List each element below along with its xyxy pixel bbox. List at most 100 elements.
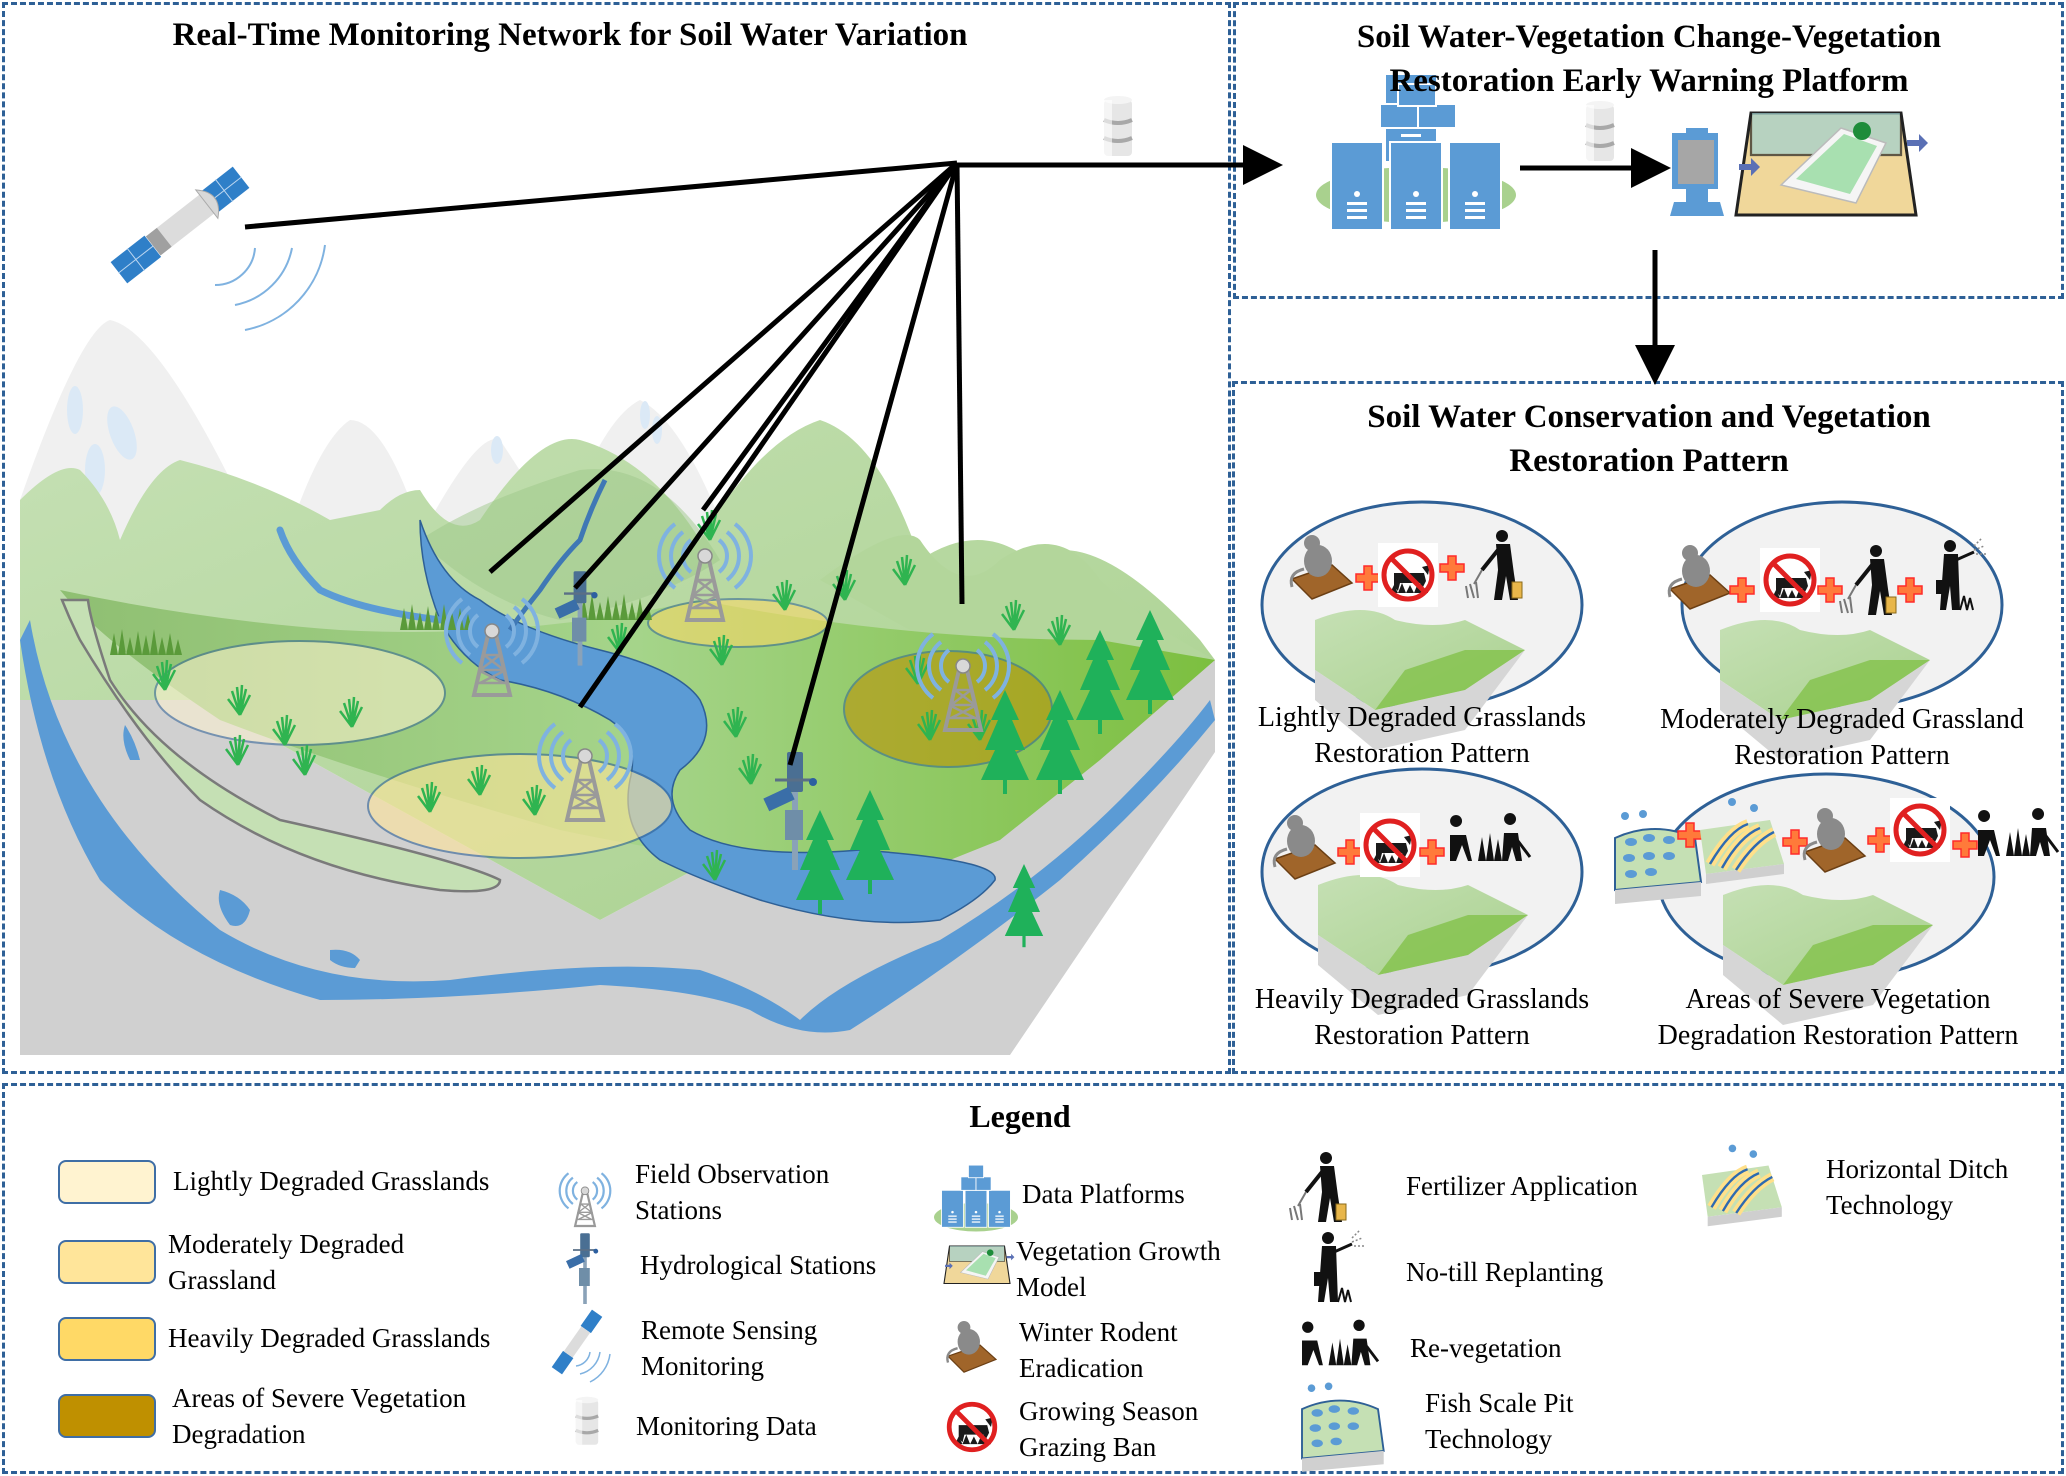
revegetation-workers-icon: [1300, 1318, 1380, 1367]
label-line1: Fish Scale Pit: [1425, 1388, 1574, 1418]
label-line1: Monitoring Data: [636, 1411, 817, 1441]
platform-title-line2: Restoration Early Warning Platform: [1389, 62, 1909, 99]
fish-scale-pit-icon: [1301, 1381, 1385, 1473]
remote-sensing-satellite: [109, 165, 251, 285]
pattern-caption-moderately: Moderately Degraded Grassland Restoratio…: [1630, 702, 2054, 775]
label-line1: Areas of Severe Vegetation: [172, 1383, 467, 1413]
vegetation-model-icon: [943, 1245, 1015, 1285]
monitoring-network-panel: [2, 2, 1231, 1074]
legend-label-moderately-degraded: Moderately Degraded Grassland: [168, 1226, 404, 1299]
rodent-trap-icon: [946, 1319, 998, 1374]
pattern-caption-heavily: Heavily Degraded Grasslands Restoration …: [1234, 982, 1610, 1055]
label-line2: Eradication: [1019, 1353, 1144, 1384]
pattern-severe-degradation: [1614, 772, 2060, 1025]
legend-label-re-vegetation: Re-vegetation: [1410, 1330, 1561, 1366]
label-line1: Hydrological Stations: [640, 1250, 877, 1280]
label-line2: Monitoring: [641, 1351, 765, 1382]
label-line2: Grassland: [168, 1265, 276, 1296]
legend-label-field-observation: Field Observation Stations: [635, 1156, 829, 1229]
legend-label-fertilizer: Fertilizer Application: [1406, 1168, 1638, 1204]
restoration-title: Soil Water Conservation and Vegetation R…: [1236, 396, 2062, 483]
legend-label-hydrological: Hydrological Stations: [640, 1247, 876, 1283]
label-line2: Technology: [1826, 1190, 1954, 1221]
legend-label-fish-scale-pit: Fish Scale Pit Technology: [1425, 1385, 1574, 1458]
pattern-heavily-degraded: [1260, 767, 1584, 1015]
caption-line1: Areas of Severe Vegetation: [1685, 984, 1991, 1015]
label-line1: Growing Season: [1019, 1396, 1199, 1426]
label-line2: Stations: [635, 1195, 723, 1226]
legend-icons: [551, 1145, 1782, 1473]
hydrological-station-icon: [565, 1232, 600, 1305]
caption-line2: Restoration Pattern: [1314, 738, 1530, 770]
label-line1: Data Platforms: [1022, 1179, 1185, 1209]
caption-line1: Lightly Degraded Grasslands: [1257, 702, 1587, 733]
main-river: [419, 519, 996, 924]
satellite-icon: [551, 1309, 603, 1375]
legend-label-monitoring-data: Monitoring Data: [636, 1408, 817, 1444]
monitoring-data-icon: [1102, 94, 1134, 158]
label-line2: Degradation: [172, 1419, 306, 1450]
legend-label-horizontal-ditch: Horizontal Ditch Technology: [1826, 1151, 2008, 1224]
caption-line1: Moderately Degraded Grassland: [1660, 704, 2024, 735]
swatch-moderately-degraded: [58, 1240, 156, 1284]
floodplain-ponds: [123, 725, 360, 968]
zone-heavily-degraded: [647, 598, 829, 648]
restoration-title-line2: Restoration Pattern: [1509, 442, 1789, 479]
swatch-severe-degradation: [58, 1394, 156, 1438]
data-links: [244, 145, 1675, 766]
label-line1: Moderately Degraded: [168, 1229, 405, 1259]
legend-title: Legend: [969, 1098, 1071, 1134]
swatch-lightly-degraded: [58, 1160, 156, 1204]
label-line1: Lightly Degraded Grasslands: [173, 1166, 490, 1196]
monitoring-network-title: Real-Time Monitoring Network for Soil Wa…: [172, 17, 968, 53]
pattern-caption-lightly: Lightly Degraded Grasslands Restoration …: [1234, 700, 1610, 773]
platform-title: Soil Water-Vegetation Change-Vegetation …: [1236, 16, 2062, 103]
label-line1: Heavily Degraded Grasslands: [168, 1323, 491, 1353]
caption-line2: Degradation Restoration Pattern: [1657, 1020, 2019, 1052]
legend-label-winter-rodent: Winter Rodent Eradication: [1019, 1314, 1178, 1387]
legend-panel: [2, 1083, 2064, 1474]
field-observation-tower-icon: [558, 1172, 612, 1228]
vegetation-growth-model-icon: [1734, 111, 1930, 217]
caption-line2: Restoration Pattern: [1734, 740, 1950, 772]
label-line2: Grazing Ban: [1019, 1432, 1157, 1463]
label-line2: Model: [1016, 1272, 1087, 1303]
server-cluster-icon: [934, 1164, 1018, 1232]
horizontal-ditch-icon: [1702, 1145, 1782, 1227]
no-grazing-icon: [944, 1397, 1001, 1458]
caption-line2: Restoration Pattern: [1314, 1020, 1530, 1052]
restoration-title-line1: Soil Water Conservation and Vegetation: [1367, 399, 1931, 435]
legend-label-remote-sensing: Remote Sensing Monitoring: [641, 1312, 817, 1385]
data-platform-servers: [1316, 73, 1516, 231]
swatch-heavily-degraded: [58, 1317, 156, 1361]
pattern-moderately-degraded: [1667, 500, 2004, 760]
early-warning-platform-panel: [1233, 2, 2064, 299]
floodplain: [60, 598, 502, 893]
legend-label-grazing-ban: Growing Season Grazing Ban: [1019, 1393, 1198, 1466]
legend-label-severe-degradation: Areas of Severe Vegetation Degradation: [172, 1380, 466, 1453]
tributary: [276, 526, 444, 624]
label-line1: Field Observation: [635, 1159, 830, 1189]
label-line1: Re-vegetation: [1410, 1333, 1562, 1363]
zone-moderately-degraded: [367, 753, 673, 859]
platform-title-line1: Soil Water-Vegetation Change-Vegetation: [1356, 19, 1942, 55]
monitoring-data-icon: [1584, 99, 1616, 163]
legend-label-no-till: No-till Replanting: [1406, 1254, 1603, 1290]
label-line2: Technology: [1425, 1424, 1553, 1455]
satellite-signal-waves: [214, 244, 326, 331]
pattern-lightly-degraded: [1260, 500, 1584, 750]
label-line1: Remote Sensing: [641, 1315, 818, 1345]
computer-icon: [1670, 128, 1724, 216]
caption-line1: Heavily Degraded Grasslands: [1254, 984, 1590, 1015]
legend-label-lightly-degraded: Lightly Degraded Grasslands: [173, 1163, 489, 1199]
label-line1: Horizontal Ditch: [1826, 1154, 2009, 1184]
label-line1: Winter Rodent: [1019, 1317, 1178, 1347]
database-icon: [574, 1395, 600, 1447]
zone-lightly-degraded: [154, 640, 446, 746]
label-line1: Vegetation Growth: [1016, 1236, 1221, 1266]
pattern-caption-severe: Areas of Severe Vegetation Degradation R…: [1618, 982, 2058, 1055]
stream: [507, 478, 608, 632]
label-line1: Fertilizer Application: [1406, 1171, 1638, 1201]
legend-label-vegetation-growth-model: Vegetation Growth Model: [1016, 1233, 1221, 1306]
